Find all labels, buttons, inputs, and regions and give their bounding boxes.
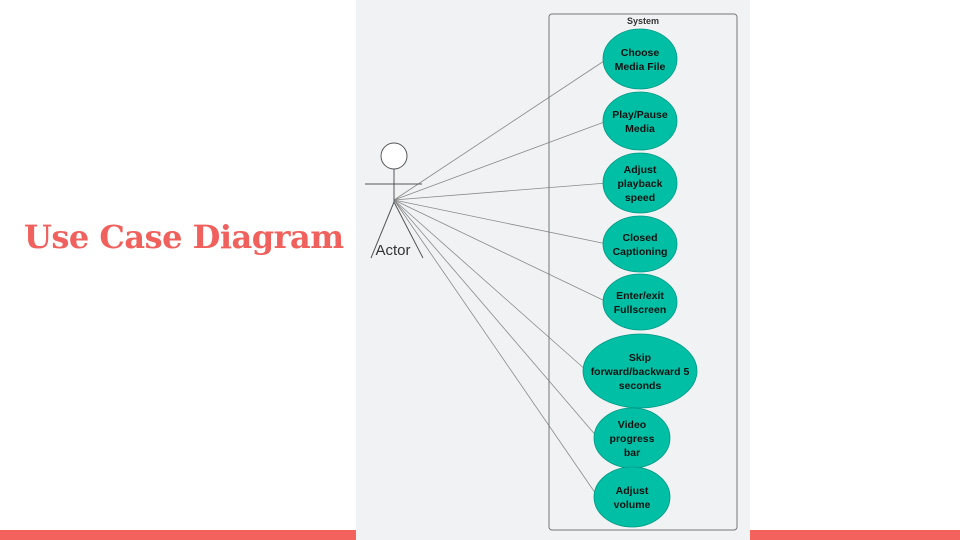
use-case-label: progress [610, 433, 655, 445]
association-line [393, 199, 588, 372]
use-case-ellipse [602, 91, 678, 151]
slide-title: Use Case Diagram [24, 218, 344, 256]
use-case-label: Enter/exit [616, 290, 664, 302]
use-case: Adjust playback speed [602, 152, 678, 214]
actor-left-leg [370, 201, 395, 259]
footer-accent-bar-left [0, 530, 356, 540]
association-line [393, 199, 599, 498]
use-case-label: Play/Pause [612, 109, 668, 121]
use-case-label: seconds [619, 380, 662, 392]
use-case-ellipse [582, 333, 698, 409]
use-case-label: playback [618, 178, 663, 190]
use-case-label: Captioning [613, 246, 668, 258]
association-line [393, 120, 608, 201]
association-line [393, 58, 608, 201]
system-label: System [627, 16, 659, 26]
use-case-label: bar [624, 447, 640, 459]
actor-head [380, 142, 408, 170]
use-case-ellipse [602, 28, 678, 90]
system-boundary [548, 13, 738, 531]
use-case-label: speed [625, 192, 655, 204]
use-case-ellipse [602, 215, 678, 273]
actor-figure: Actor [365, 142, 424, 259]
association-line [393, 182, 608, 201]
use-case-label: Video [618, 419, 646, 431]
use-case-label: Adjust [616, 485, 649, 497]
actor-right-leg [393, 201, 424, 259]
use-case: Adjust volume [593, 466, 671, 528]
use-case: Video progress bar [593, 407, 671, 469]
use-case-label: Media File [615, 61, 666, 73]
association-line [393, 199, 608, 245]
use-case-ellipse [602, 273, 678, 331]
use-case: Skip forward/backward 5 seconds [582, 333, 698, 409]
use-case-ellipse [602, 152, 678, 214]
use-case-label: forward/backward 5 [591, 366, 690, 378]
use-case-label: Adjust [624, 164, 657, 176]
association-line [393, 199, 608, 303]
use-case-label: Skip [629, 352, 651, 364]
use-case-ellipse [593, 466, 671, 528]
association-lines [393, 58, 608, 498]
use-case-label: Choose [621, 47, 660, 59]
use-case-label: volume [614, 499, 651, 511]
use-case-label: Fullscreen [614, 304, 667, 316]
footer-accent-bar-right [750, 530, 960, 540]
use-case-label: Closed [622, 232, 657, 244]
actor-label: Actor [375, 242, 410, 259]
use-case-label: Media [625, 123, 655, 135]
association-line [393, 199, 599, 439]
